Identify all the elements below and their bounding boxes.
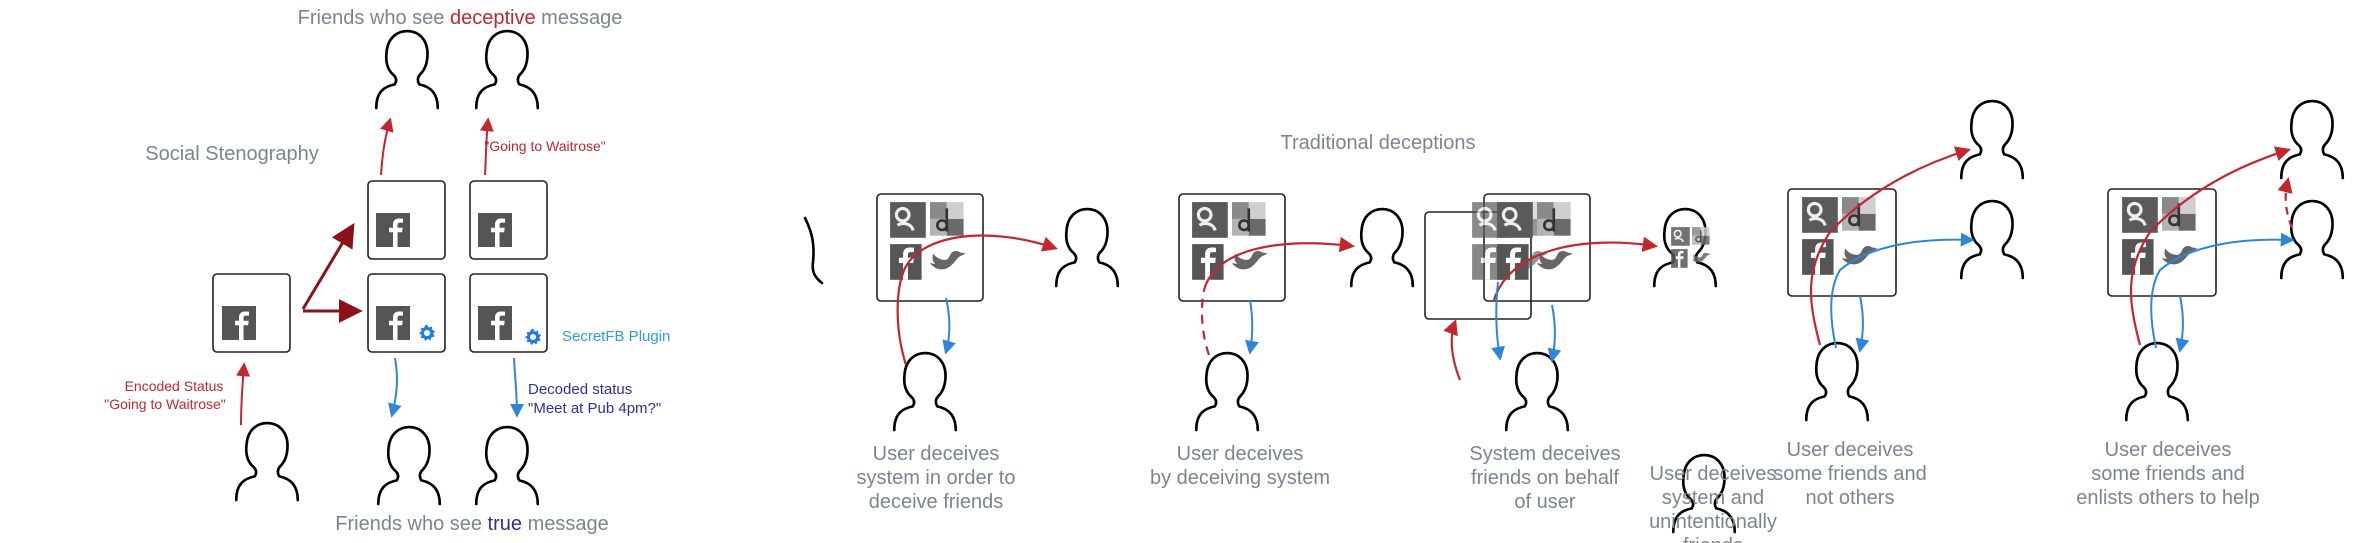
silhouette-icon (1349, 207, 1415, 288)
silhouette-icon (1194, 351, 1260, 432)
top-friends-title: Friends who see deceptive message (297, 7, 623, 29)
silhouette-icon (1959, 99, 2025, 180)
decoded-status-line2: "Meet at Pub 4pm?" (528, 400, 662, 417)
section-title: Social Stenography (145, 143, 319, 165)
traditional-title: Traditional deceptions (1280, 132, 1476, 154)
silhouette-icon (2279, 99, 2345, 180)
silhouette-icon (1652, 207, 1718, 288)
silhouette-icon (376, 425, 442, 506)
silhouette-icon (1804, 341, 1870, 422)
silhouette-icon (2124, 341, 2190, 422)
silhouette-icon (892, 351, 958, 432)
silhouette-icon (234, 421, 300, 502)
encoded-status-line1: Encoded Status (124, 378, 224, 394)
silhouette-icon (474, 29, 540, 110)
facebook-icon (376, 306, 410, 340)
facebook-icon (478, 213, 512, 247)
social-stenography-panel (212, 29, 548, 506)
facebook-icon (376, 213, 410, 247)
silhouette-icon (1054, 207, 1120, 288)
silhouette-icon (474, 425, 540, 506)
plugin-label: SecretFB Plugin (562, 328, 671, 345)
silhouette-icon (374, 29, 440, 110)
bottom-friends-title: Friends who see true message (335, 513, 609, 535)
facebook-icon (222, 306, 256, 340)
decoded-status-line1: Decoded status (528, 381, 633, 398)
facebook-icon (478, 306, 512, 340)
deceptive-message-label: "Going to Waitrose" (484, 138, 606, 154)
silhouette-icon (803, 216, 824, 285)
social-services-icon (1670, 226, 1712, 269)
encoded-status-line2: "Going to Waitrose" (104, 396, 226, 412)
silhouette-icon (1504, 351, 1570, 432)
traditional-deceptions-panel (803, 99, 2345, 534)
